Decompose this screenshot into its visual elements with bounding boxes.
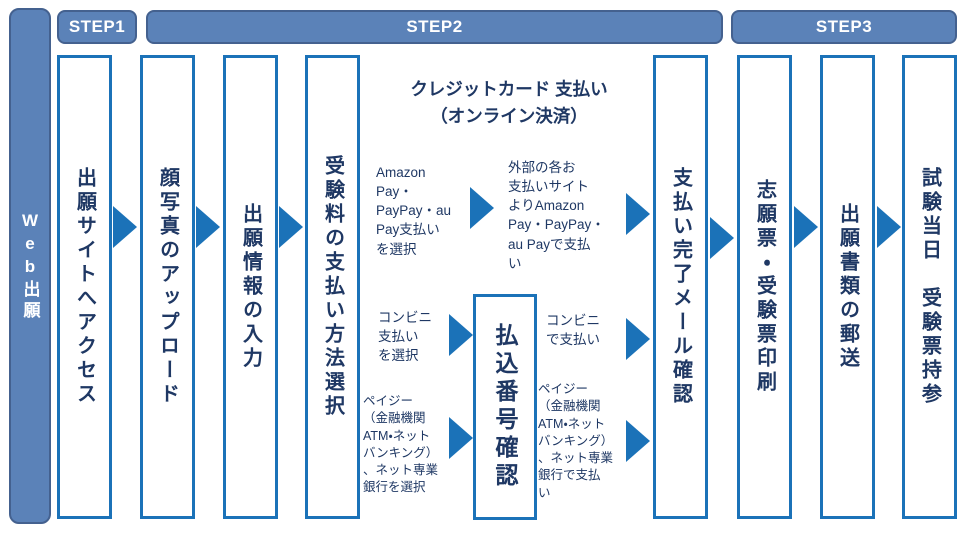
flow-box-ticket-print-label: 志願票・受験票印刷 [753, 179, 776, 395]
sidebar-label: Web出願 [20, 210, 40, 322]
header-step1-label: STEP1 [68, 17, 126, 36]
konbini-pay-text: コンビニ で支払い [546, 313, 600, 348]
arrow-right-icon [626, 318, 650, 360]
payment-number-confirm-label: 払込番号確認 [492, 323, 518, 491]
arrow-right-icon [877, 206, 901, 248]
header-step3: STEP3 [731, 10, 957, 44]
arrow-right-icon [113, 206, 137, 248]
flow-box-photo-upload-label: 顔写真のアップロード [156, 167, 179, 407]
flow-box-docs-mailing-label: 出願書類の郵送 [836, 203, 859, 371]
arrow-right-icon [196, 206, 220, 248]
payeasy-pay-text: ペイジー （金融機関 ATM・ネット バンキング） 、ネット専業 銀行で支払 い [538, 382, 614, 500]
credit-pay-text: 外部の各お 支払いサイト よりAmazon Pay・PayPay・ au Pay… [508, 160, 605, 271]
arrow-right-icon [626, 193, 650, 235]
header-step3-label: STEP3 [815, 17, 873, 36]
flow-box-exam-day-label: 試験当日 受験票持参 [918, 167, 941, 407]
arrow-right-icon [279, 206, 303, 248]
flow-box-payment-method-select-label: 受験料の支払い方法選択 [321, 155, 344, 419]
flow-box-site-access: 出願サイトへアクセス [57, 55, 112, 519]
payeasy-select-text: ペイジー （金融機関 ATM・ネット バンキング） 、ネット専業 銀行を選択 [363, 394, 439, 495]
arrow-right-icon [449, 417, 473, 459]
credit-card-heading: クレジットカード 支払い （オンライン決済） [410, 79, 608, 127]
flow-box-info-entry-label: 出願情報の入力 [239, 203, 262, 371]
arrow-right-icon [710, 217, 734, 259]
flow-box-payment-complete-mail: 支払い完了メール確認 [653, 55, 708, 519]
arrow-right-icon [626, 420, 650, 462]
flow-box-info-entry: 出願情報の入力 [223, 55, 278, 519]
header-step2-label: STEP2 [406, 17, 463, 36]
arrow-right-icon [449, 314, 473, 356]
konbini-select-text: コンビニ 支払い を選択 [378, 310, 432, 364]
payment-number-confirm-box: 払込番号確認 [473, 294, 537, 520]
sidebar-web-application: Web出願 [9, 8, 51, 524]
header-step1: STEP1 [57, 10, 137, 44]
credit-select-text: Amazon Pay・ PayPay・au Pay支払い を選択 [376, 165, 452, 257]
flow-box-payment-method-select: 受験料の支払い方法選択 [305, 55, 360, 519]
flow-box-site-access-label: 出願サイトへアクセス [73, 167, 96, 407]
flow-box-payment-complete-mail-label: 支払い完了メール確認 [669, 167, 692, 407]
arrow-right-icon [794, 206, 818, 248]
flow-box-photo-upload: 顔写真のアップロード [140, 55, 195, 519]
flow-box-exam-day: 試験当日 受験票持参 [902, 55, 957, 519]
flow-box-ticket-print: 志願票・受験票印刷 [737, 55, 792, 519]
arrow-right-icon [470, 187, 494, 229]
header-step2: STEP2 [146, 10, 723, 44]
flow-box-docs-mailing: 出願書類の郵送 [820, 55, 875, 519]
